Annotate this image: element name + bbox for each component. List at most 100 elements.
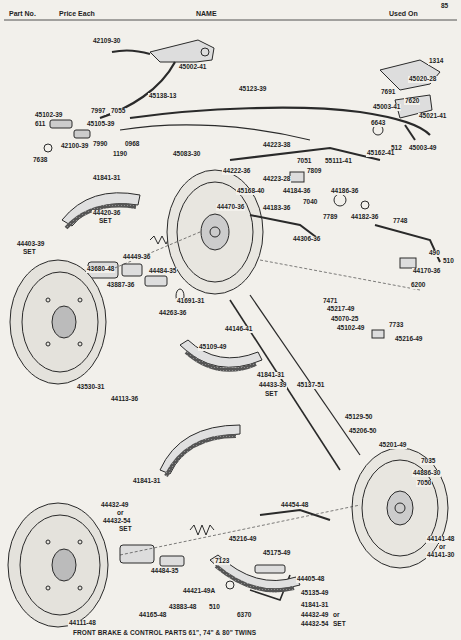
part-number: SET (332, 621, 347, 628)
nut (44, 144, 52, 152)
part-number: 44141-30 (426, 552, 455, 559)
part-number: 44484-35 (148, 268, 177, 275)
part-number: 7733 (388, 322, 404, 329)
bolt-hole (78, 540, 82, 544)
part-number: 43680-48 (86, 266, 115, 273)
part-number: 7748 (392, 218, 408, 225)
part-number: 41841-31 (92, 175, 121, 182)
column-heading: Used On (388, 10, 419, 17)
part-number: 7123 (214, 558, 230, 565)
part-number: 44420-36 (92, 210, 121, 217)
column-heading: NAME (195, 10, 218, 17)
hub (201, 214, 229, 250)
brake-drum (10, 260, 106, 384)
bolt-hole (78, 342, 82, 346)
clamp (400, 258, 416, 268)
clevis (290, 172, 304, 182)
part-number: 45168-40 (236, 188, 265, 195)
cable-housing (120, 125, 310, 140)
part-number: 45003-41 (372, 104, 401, 111)
part-number: 45102-49 (336, 325, 365, 332)
part-number: 45138-13 (148, 93, 177, 100)
hub-bore (210, 227, 220, 237)
brake-arm (260, 510, 330, 520)
part-number: 44186-36 (330, 188, 359, 195)
backing-plate-rim (177, 182, 253, 282)
return-spring (190, 525, 214, 535)
bolt-hole (78, 298, 82, 302)
part-number: 7040 (302, 199, 318, 206)
nut (361, 201, 369, 209)
drawing-part (4, 20, 457, 627)
bushing (145, 276, 167, 286)
part-number: 44170-36 (412, 268, 441, 275)
part-number: 490 (428, 250, 441, 257)
part-number: 44184-36 (282, 188, 311, 195)
part-number: 45217-49 (326, 306, 355, 313)
lever-clamp (112, 50, 150, 54)
part-number: 7051 (296, 158, 312, 165)
center-line (120, 505, 360, 555)
cable-fitting (74, 130, 90, 138)
part-number: 44223-38 (262, 142, 291, 149)
part-number: 7997 (90, 108, 106, 115)
center-line (110, 232, 200, 270)
bolt-hole (46, 298, 50, 302)
part-number: 45109-49 (198, 344, 227, 351)
part-number: 1314 (428, 58, 444, 65)
part-number: 44432-49 (300, 612, 329, 619)
cable-fitting (50, 120, 72, 128)
part-number: 7055 (110, 108, 126, 115)
bolt-hole (78, 586, 82, 590)
part-number: 44141-48 (426, 536, 455, 543)
part-number: 7471 (322, 298, 338, 305)
part-number: 45105-39 (86, 121, 115, 128)
part-number: 611 (34, 121, 47, 128)
part-number: 6643 (370, 120, 386, 127)
part-number: SET (98, 218, 113, 225)
part-number: 42109-30 (92, 38, 121, 45)
bolt-hole (46, 342, 50, 346)
part-number: 44433-39 (258, 382, 287, 389)
part-number: 43887-36 (106, 282, 135, 289)
column-heading: Part No. (8, 10, 37, 17)
washer (373, 125, 383, 135)
part-number: 1190 (112, 151, 128, 158)
bolt (405, 125, 415, 140)
bolt-hole (46, 586, 50, 590)
control-cable (100, 62, 175, 118)
part-number: 7809 (306, 168, 322, 175)
shoe-lining (166, 436, 236, 476)
part-number: 45020-28 (408, 76, 437, 83)
part-number: 41841-31 (132, 478, 161, 485)
brake-drum (8, 503, 108, 627)
part-number: 44263-36 (158, 310, 187, 317)
control-cable (130, 108, 430, 135)
shoe-lining (66, 206, 136, 228)
part-number: 44432-49 (100, 502, 129, 509)
part-number: 45137-51 (296, 382, 325, 389)
clevis (372, 330, 384, 338)
part-number: 45216-49 (228, 536, 257, 543)
part-number: 510 (208, 604, 221, 611)
part-number: 44484-35 (150, 568, 179, 575)
part-number: 44449-36 (122, 254, 151, 261)
lever-arm (375, 225, 440, 262)
part-number: 0968 (124, 141, 140, 148)
part-number: 45175-49 (262, 550, 291, 557)
part-number: 44306-36 (292, 236, 321, 243)
backing-plate (352, 448, 448, 568)
shoe-lining (216, 566, 294, 590)
part-number: or (438, 544, 447, 551)
center-line (260, 260, 420, 290)
cam (255, 565, 285, 573)
drum-face (22, 272, 98, 372)
part-number: 44432-54 (102, 518, 131, 525)
brake-rod (250, 295, 360, 455)
part-number: 44165-48 (138, 612, 167, 619)
part-number: 45206-50 (348, 428, 377, 435)
header-rule (4, 20, 457, 21)
part-number: 45070-25 (330, 316, 359, 323)
shoe-lining (186, 352, 256, 370)
